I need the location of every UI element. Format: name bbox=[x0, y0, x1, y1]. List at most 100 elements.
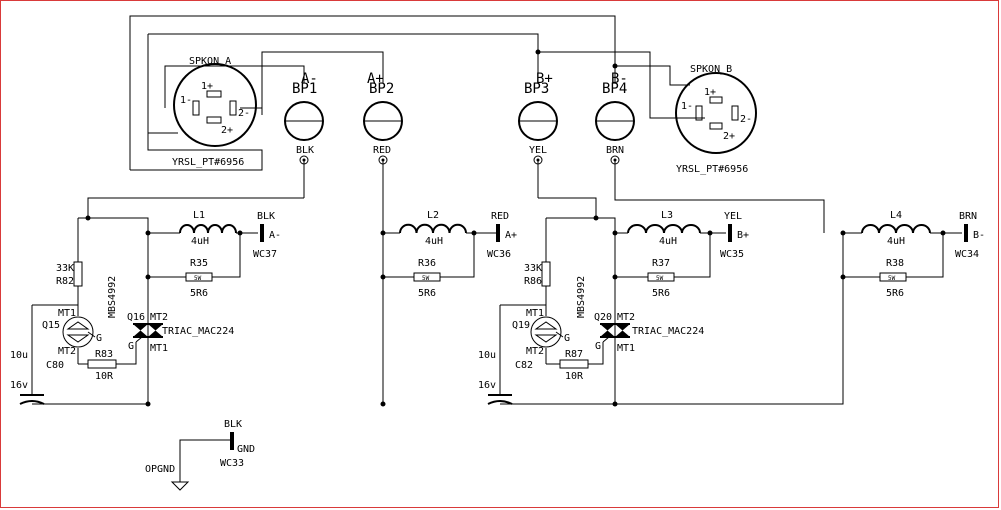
sbs-q19-g: G bbox=[564, 333, 570, 344]
speakon-b-pinlabel-2plus: 2+ bbox=[723, 131, 735, 142]
connector-wc37: BLK A- WC37 bbox=[253, 211, 281, 260]
resistor-r86-ref: R86 bbox=[524, 276, 542, 287]
capacitor-c82-voltage: 16v bbox=[478, 380, 496, 391]
connector-wire: BLK bbox=[224, 419, 242, 430]
resistor-r87-ref: R87 bbox=[565, 349, 583, 360]
speakon-b-pinlabel-1plus: 1+ bbox=[704, 87, 716, 98]
inductor-l1: L1 4uH bbox=[179, 210, 237, 247]
resistor-value: 5R6 bbox=[886, 288, 904, 299]
inductor-value: 4uH bbox=[425, 236, 443, 247]
inductor-value: 4uH bbox=[659, 236, 677, 247]
resistor-body-label: 5W bbox=[888, 275, 896, 282]
binding-post-eyelet-core bbox=[381, 158, 385, 162]
resistor-ref: R35 bbox=[190, 258, 208, 269]
sbs-q15-ref: Q15 bbox=[42, 320, 60, 331]
resistor-ref: R38 bbox=[886, 258, 904, 269]
wire-r83-out bbox=[116, 342, 137, 365]
junction-dot bbox=[535, 49, 541, 55]
wire-chB-node bbox=[546, 217, 616, 233]
speakon-a-part: YRSL_PT#6956 bbox=[172, 157, 244, 168]
binding-post-bp1: BP1 A- BLK bbox=[284, 71, 324, 165]
triac-q20-gate bbox=[602, 336, 610, 343]
sbs-q19-symbol bbox=[534, 321, 558, 343]
sbs-q15-gate bbox=[87, 331, 96, 338]
junction-dot bbox=[145, 230, 151, 236]
connector-pin-label: B- bbox=[973, 230, 985, 241]
connector-pin-label: GND bbox=[237, 444, 255, 455]
junction-dot bbox=[840, 274, 846, 280]
capacitor-c80-ref: C80 bbox=[46, 360, 64, 371]
wire-loop-3 bbox=[148, 33, 705, 119]
binding-post-eyelet bbox=[378, 155, 388, 165]
resistor-r87-body bbox=[559, 359, 589, 369]
triac-q16-ref: Q16 bbox=[127, 312, 145, 323]
binding-post-bp3: BP3 B+ YEL bbox=[518, 71, 558, 165]
wire-bp1-route bbox=[87, 197, 304, 218]
connector-pin-label: A+ bbox=[505, 230, 517, 241]
speakon-b-pin2plus bbox=[709, 122, 723, 130]
speakon-b-pin1plus bbox=[709, 96, 723, 104]
binding-post-bp2: BP2 A+ RED bbox=[363, 71, 403, 165]
sbs-q19-mt1: MT1 bbox=[526, 308, 544, 319]
resistor-value: 5R6 bbox=[652, 288, 670, 299]
wire-a-plus-top bbox=[261, 51, 384, 115]
sbs-q15-g: G bbox=[96, 333, 102, 344]
resistor-r37: 5W R37 5R6 bbox=[647, 258, 675, 299]
binding-post-wire: BRN bbox=[606, 145, 624, 156]
capacitor-c82-ref: C82 bbox=[515, 360, 533, 371]
connector-ref: WC33 bbox=[220, 458, 244, 469]
junction-dot bbox=[237, 230, 243, 236]
junction-dot bbox=[471, 230, 477, 236]
speakon-b-part: YRSL_PT#6956 bbox=[676, 164, 748, 175]
resistor-r82-ref: R82 bbox=[56, 276, 74, 287]
sbs-q15-mt1: MT1 bbox=[58, 308, 76, 319]
wire-bp4-route bbox=[614, 160, 825, 233]
triac-q16-mt2: MT2 bbox=[150, 312, 168, 323]
speakon-b-body bbox=[675, 72, 757, 154]
inductor-coil bbox=[627, 224, 701, 234]
junction-dot bbox=[145, 401, 151, 407]
wires bbox=[31, 15, 962, 482]
triac-q16-gate bbox=[135, 336, 143, 343]
inductor-ref: L4 bbox=[890, 210, 902, 221]
binding-post-eyelet-core bbox=[536, 158, 540, 162]
protection-b: 33K R86 Q19 MT1 MT2 G MBS4992 R87 10R 10… bbox=[478, 261, 704, 405]
resistor-r83-value: 10R bbox=[95, 371, 114, 382]
sbs-q19-part: MBS4992 bbox=[576, 276, 587, 318]
speakon-a-pinlabel-2plus: 2+ bbox=[221, 125, 233, 136]
triac-q16-g: G bbox=[128, 341, 134, 352]
inductor-value: 4uH bbox=[887, 236, 905, 247]
binding-post-eyelet-core bbox=[613, 158, 617, 162]
binding-post-eyelet bbox=[533, 155, 543, 165]
connector-ref: WC35 bbox=[720, 249, 744, 260]
connector-pin-label: A- bbox=[269, 230, 281, 241]
speakon-a-pinlabel-1minus: 1- bbox=[180, 95, 192, 106]
resistor-r38: 5W R38 5R6 bbox=[879, 258, 907, 299]
binding-post-label: B+ bbox=[536, 71, 553, 87]
junction-dot bbox=[612, 230, 618, 236]
inductor-value: 4uH bbox=[191, 236, 209, 247]
resistor-r83-body bbox=[87, 359, 117, 369]
speakon-a-pin2minus bbox=[229, 100, 237, 116]
sbs-q19-mt2: MT2 bbox=[526, 346, 544, 357]
binding-post-ref: BP4 bbox=[602, 81, 627, 97]
resistor-body bbox=[185, 272, 213, 282]
inductor-l2: L2 4uH bbox=[399, 210, 467, 247]
junction-dot bbox=[612, 274, 618, 280]
binding-post-label: B- bbox=[611, 71, 628, 87]
sbs-q19-gate bbox=[555, 331, 564, 338]
ground-net-label: OPGND bbox=[145, 464, 175, 475]
speakon-a-body bbox=[173, 63, 257, 147]
binding-post-ref: BP1 bbox=[292, 81, 317, 97]
connector-pin-label: B+ bbox=[737, 230, 749, 241]
resistor-body bbox=[879, 272, 907, 282]
capacitor-c80-voltage: 16v bbox=[10, 380, 28, 391]
inductor-ref: L3 bbox=[661, 210, 673, 221]
speakon-b-pin1minus bbox=[695, 105, 703, 121]
capacitor-c80-plate-bot bbox=[19, 400, 45, 405]
wire-r35-right bbox=[212, 233, 241, 278]
speakon-a-pin1plus bbox=[206, 90, 222, 98]
speakon-a: SPKON_A YRSL_PT#6956 1+ 1- 2- 2+ bbox=[172, 56, 257, 168]
resistor-r35: 5W R35 5R6 bbox=[185, 258, 213, 299]
